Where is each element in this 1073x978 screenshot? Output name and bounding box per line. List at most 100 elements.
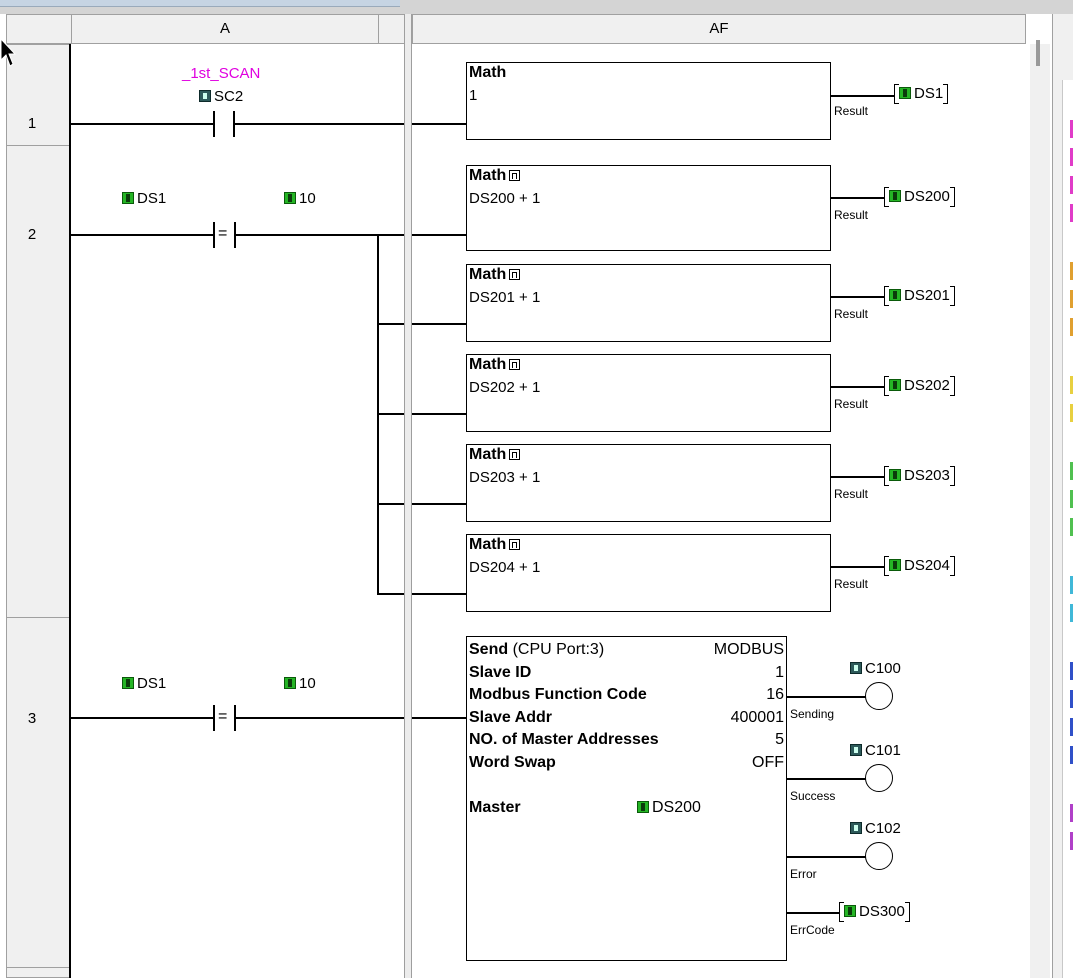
- rung2-compare-right[interactable]: 10: [284, 190, 316, 207]
- coil-bracket-right: [949, 376, 955, 396]
- coil-bracket-left: [839, 902, 844, 922]
- rung2-compare-left-bar[interactable]: [213, 222, 215, 248]
- rung2-branch-2: [377, 323, 404, 325]
- tag-icon: [844, 904, 856, 917]
- right-side-panel-list[interactable]: [1062, 80, 1073, 978]
- one-shot-icon: [509, 539, 521, 550]
- output-address-sending[interactable]: C100: [850, 660, 901, 677]
- result-label: Result: [834, 307, 869, 321]
- math-expression: DS203 + 1: [469, 469, 541, 486]
- tag-icon: [889, 468, 901, 481]
- rung2-result-wire-2: [831, 296, 884, 298]
- result-address: DS203: [904, 466, 950, 484]
- rung2-math-box-1[interactable]: Math DS200 + 1 Result: [466, 165, 868, 251]
- panel-marker: [1070, 376, 1073, 394]
- rung2-math-box-4[interactable]: Math DS203 + 1 Result: [466, 444, 868, 522]
- rung1-result-coil[interactable]: DS1: [894, 84, 949, 104]
- rung2-compare-left[interactable]: DS1: [122, 190, 166, 207]
- rung2-math-box-2[interactable]: Math DS201 + 1 Result: [466, 264, 868, 342]
- result-label: Result: [834, 397, 869, 411]
- rung3-compare-left[interactable]: DS1: [122, 675, 166, 692]
- rung3-compare-left-bar[interactable]: [213, 705, 215, 731]
- math-title-text: Math: [469, 356, 507, 373]
- tag-icon: [889, 189, 901, 202]
- rung2-result-coil-1[interactable]: DS200: [884, 187, 955, 207]
- result-label: Result: [834, 577, 869, 591]
- coil-bracket-right: [949, 187, 955, 207]
- rung2-result-wire-3: [831, 386, 884, 388]
- panel-marker: [1070, 490, 1073, 508]
- vertical-scrollbar[interactable]: [1030, 44, 1050, 978]
- math-expression: DS202 + 1: [469, 379, 541, 396]
- rung1-contact-right-bar[interactable]: [233, 111, 235, 137]
- coil-error[interactable]: [865, 842, 893, 870]
- output-label-error: Error: [790, 867, 817, 881]
- coil-success[interactable]: [865, 764, 893, 792]
- coil-sending[interactable]: [865, 682, 893, 710]
- output-label-errcode: ErrCode: [790, 923, 835, 937]
- send-row-value: 16: [766, 686, 784, 703]
- rung2-result-coil-3[interactable]: DS202: [884, 376, 955, 396]
- coil-bracket-left: [884, 556, 889, 576]
- rung2-math-box-5[interactable]: Math DS204 + 1 Result: [466, 534, 868, 612]
- panel-marker: [1070, 176, 1073, 194]
- rung1-contact-left-bar[interactable]: [213, 111, 215, 137]
- column-separator[interactable]: [404, 14, 412, 978]
- coil-bracket-left: [884, 187, 889, 207]
- output-address-success[interactable]: C101: [850, 742, 901, 759]
- row-header-2[interactable]: 2: [6, 145, 70, 618]
- coil-bracket-left: [884, 376, 889, 396]
- rung1-math-box[interactable]: Math 1 Result: [466, 62, 868, 140]
- one-shot-icon: [509, 170, 521, 181]
- tag-icon: [637, 801, 649, 813]
- scrollbar-thumb[interactable]: [1036, 40, 1040, 66]
- row-number-2: 2: [27, 226, 37, 243]
- rung2-branch-5: [377, 593, 404, 595]
- one-shot-icon: [509, 269, 521, 280]
- rung2-result-coil-2[interactable]: DS201: [884, 286, 955, 306]
- tag-icon: [889, 558, 901, 571]
- rung3-wire-mid: [236, 717, 404, 719]
- row-number-3: 3: [27, 710, 37, 727]
- send-master-value: DS200: [637, 799, 701, 817]
- rung1-result-wire: [831, 95, 894, 97]
- tag-icon: [122, 677, 134, 689]
- send-row-value: 1: [775, 664, 784, 681]
- math-title: Math: [469, 266, 521, 284]
- column-header-af[interactable]: AF: [412, 14, 1026, 44]
- bit-icon: [850, 662, 862, 674]
- tab-strip: [0, 0, 400, 7]
- panel-marker: [1070, 662, 1073, 680]
- math-expression: DS201 + 1: [469, 289, 541, 306]
- output-address-error[interactable]: C102: [850, 820, 901, 837]
- output-coil-errcode[interactable]: DS300: [839, 902, 910, 922]
- math-title-text: Math: [469, 446, 507, 463]
- send-row-master: Master DS200: [469, 799, 784, 821]
- rung2-compare-right-bar[interactable]: [234, 222, 236, 248]
- rung3-compare-op: =: [218, 708, 228, 725]
- send-row-value: 400001: [730, 709, 784, 726]
- send-row-value: OFF: [752, 754, 784, 771]
- compare-left-text: DS1: [137, 190, 167, 207]
- coil-bracket-right: [943, 84, 949, 104]
- compare-right-text: 10: [299, 675, 316, 692]
- send-row-key: NO. of Master Addresses: [469, 731, 659, 748]
- tag-icon: [889, 288, 901, 301]
- column-header-a[interactable]: A: [71, 14, 379, 44]
- panel-marker: [1070, 262, 1073, 280]
- panel-marker: [1070, 804, 1073, 822]
- rung2-result-coil-5[interactable]: DS204: [884, 556, 955, 576]
- rung3-compare-right-bar[interactable]: [234, 705, 236, 731]
- send-master-label: Master: [469, 799, 521, 816]
- rung3-compare-right[interactable]: 10: [284, 675, 316, 692]
- row-header-3[interactable]: 3: [6, 617, 70, 968]
- rung2-result-coil-4[interactable]: DS203: [884, 466, 955, 486]
- rung1-contact-address[interactable]: SC2: [199, 88, 243, 105]
- output-label-sending: Sending: [790, 707, 835, 721]
- send-row-key: Slave ID: [469, 664, 532, 681]
- rung2-math-box-3[interactable]: Math DS202 + 1 Result: [466, 354, 868, 432]
- tag-icon: [122, 192, 134, 204]
